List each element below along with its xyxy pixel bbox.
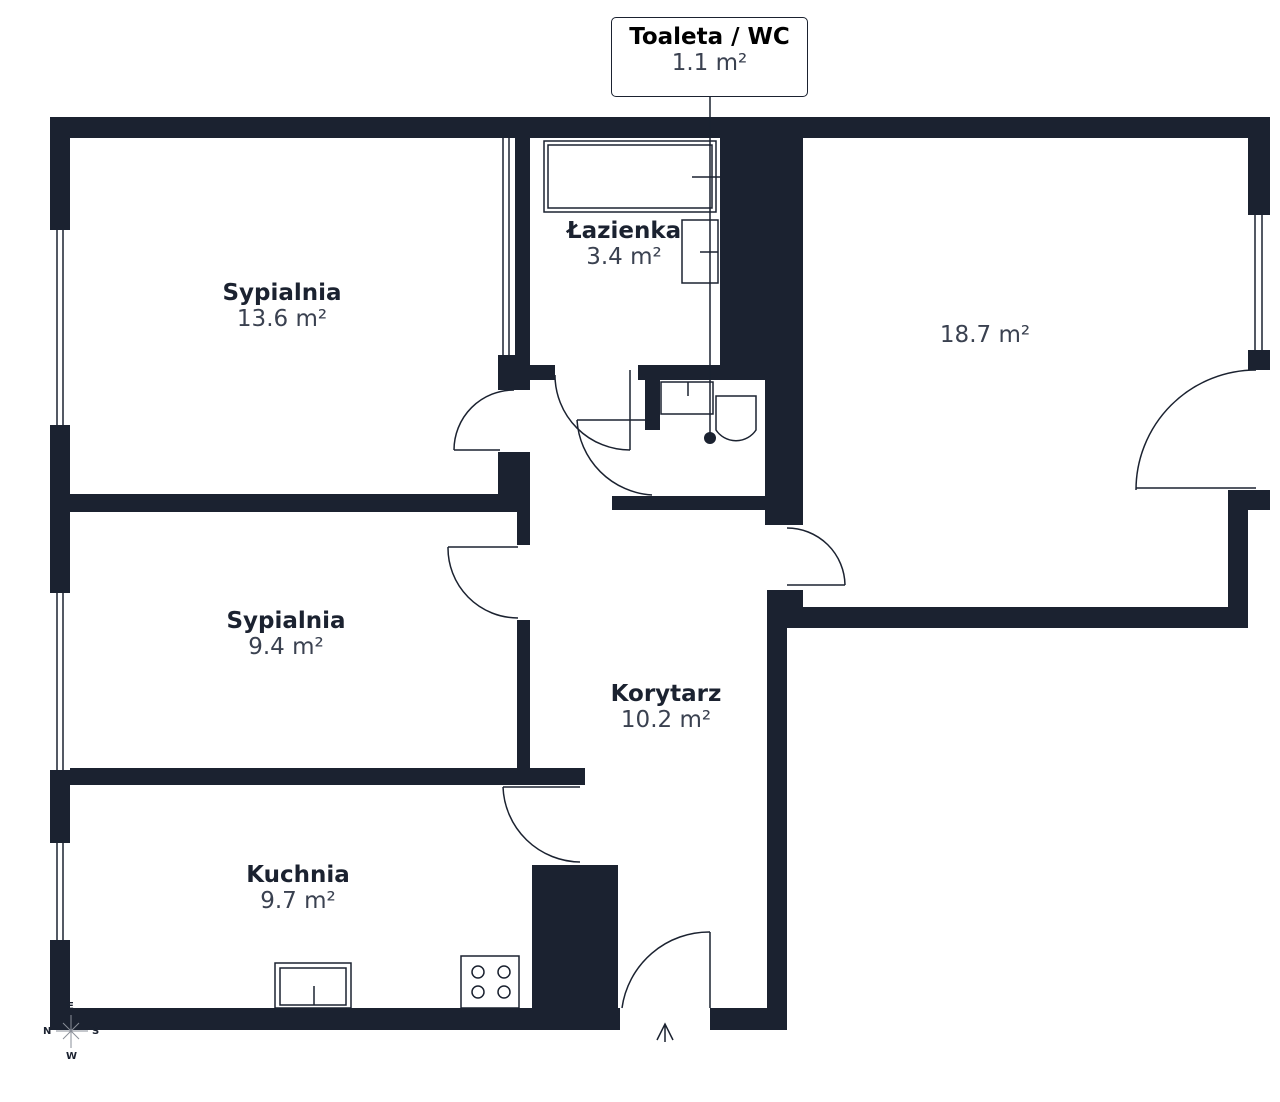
windows (56, 138, 1263, 940)
room-hallway: Korytarz 10.2 m² (611, 681, 722, 733)
room-name: Korytarz (610, 681, 722, 707)
compass-w: W (66, 1051, 78, 1062)
room-area: 9.4 m² (248, 634, 324, 660)
room-name: Łazienka (566, 218, 682, 244)
fixtures (274, 97, 757, 1009)
room-area: 13.6 m² (236, 306, 328, 332)
room-bedroom-2: Sypialnia 9.4 m² (226, 608, 345, 660)
room-name: Toaleta / WC (629, 24, 790, 50)
room-area: 18.7 m² (939, 322, 1031, 348)
room-area: 10.2 m² (620, 707, 712, 733)
doors (447, 369, 1257, 1042)
room-name: Sypialnia (226, 608, 346, 634)
room-kitchen: Kuchnia 9.7 m² (246, 862, 350, 914)
room-bathroom: Łazienka 3.4 m² (567, 218, 681, 270)
room-area: 9.7 m² (260, 888, 336, 914)
compass-e: E (67, 1001, 74, 1012)
room-bedroom-1: Sypialnia 13.6 m² (222, 280, 341, 332)
compass-n: N (43, 1026, 52, 1037)
room-living: 18.7 m² (940, 322, 1030, 348)
compass-icon (56, 1015, 88, 1048)
walls (50, 117, 1270, 1030)
room-area: 3.4 m² (586, 244, 662, 270)
room-name: Sypialnia (222, 280, 342, 306)
toilet-callout: Toaleta / WC 1.1 m² (611, 17, 808, 97)
room-area: 1.1 m² (671, 50, 748, 76)
room-name: Kuchnia (246, 862, 350, 888)
compass-s: S (92, 1026, 100, 1037)
entrance-arrow-icon (656, 1022, 674, 1042)
